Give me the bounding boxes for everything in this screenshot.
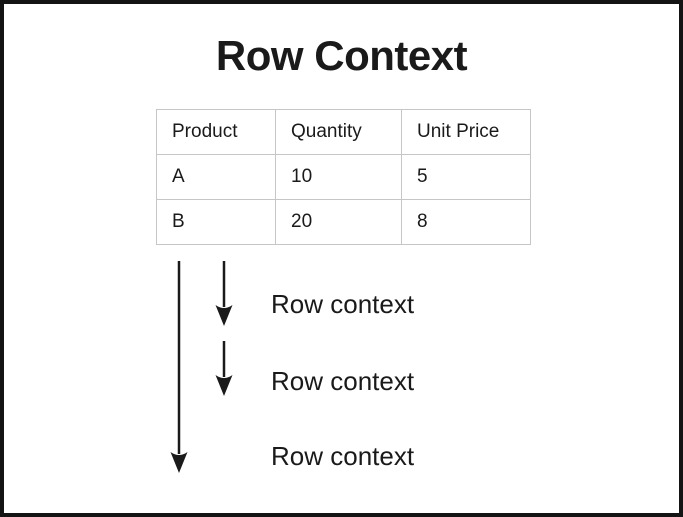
row-context-label-2: Row context xyxy=(271,366,415,396)
table-header-quantity: Quantity xyxy=(275,109,402,155)
row-context-label-1: Row context xyxy=(271,289,415,319)
table-cell: 5 xyxy=(401,154,531,200)
table-cell: 10 xyxy=(275,154,402,200)
table-cell: B xyxy=(156,199,276,245)
long-down-arrow xyxy=(170,261,188,473)
figure-title: Row Context xyxy=(215,32,468,79)
row-context-label-3: Row context xyxy=(271,441,415,471)
table-cell: 20 xyxy=(275,199,402,245)
table-cell: 8 xyxy=(401,199,531,245)
table-cell: A xyxy=(156,154,276,200)
table-header-unit-price: Unit Price xyxy=(401,109,531,155)
short-down-arrow-2 xyxy=(215,341,233,396)
short-down-arrow-1 xyxy=(215,261,233,326)
table-header-product: Product xyxy=(156,109,276,155)
table-header-row: Product Quantity Unit Price xyxy=(156,109,531,155)
table-header: Product Quantity Unit Price xyxy=(156,109,531,155)
